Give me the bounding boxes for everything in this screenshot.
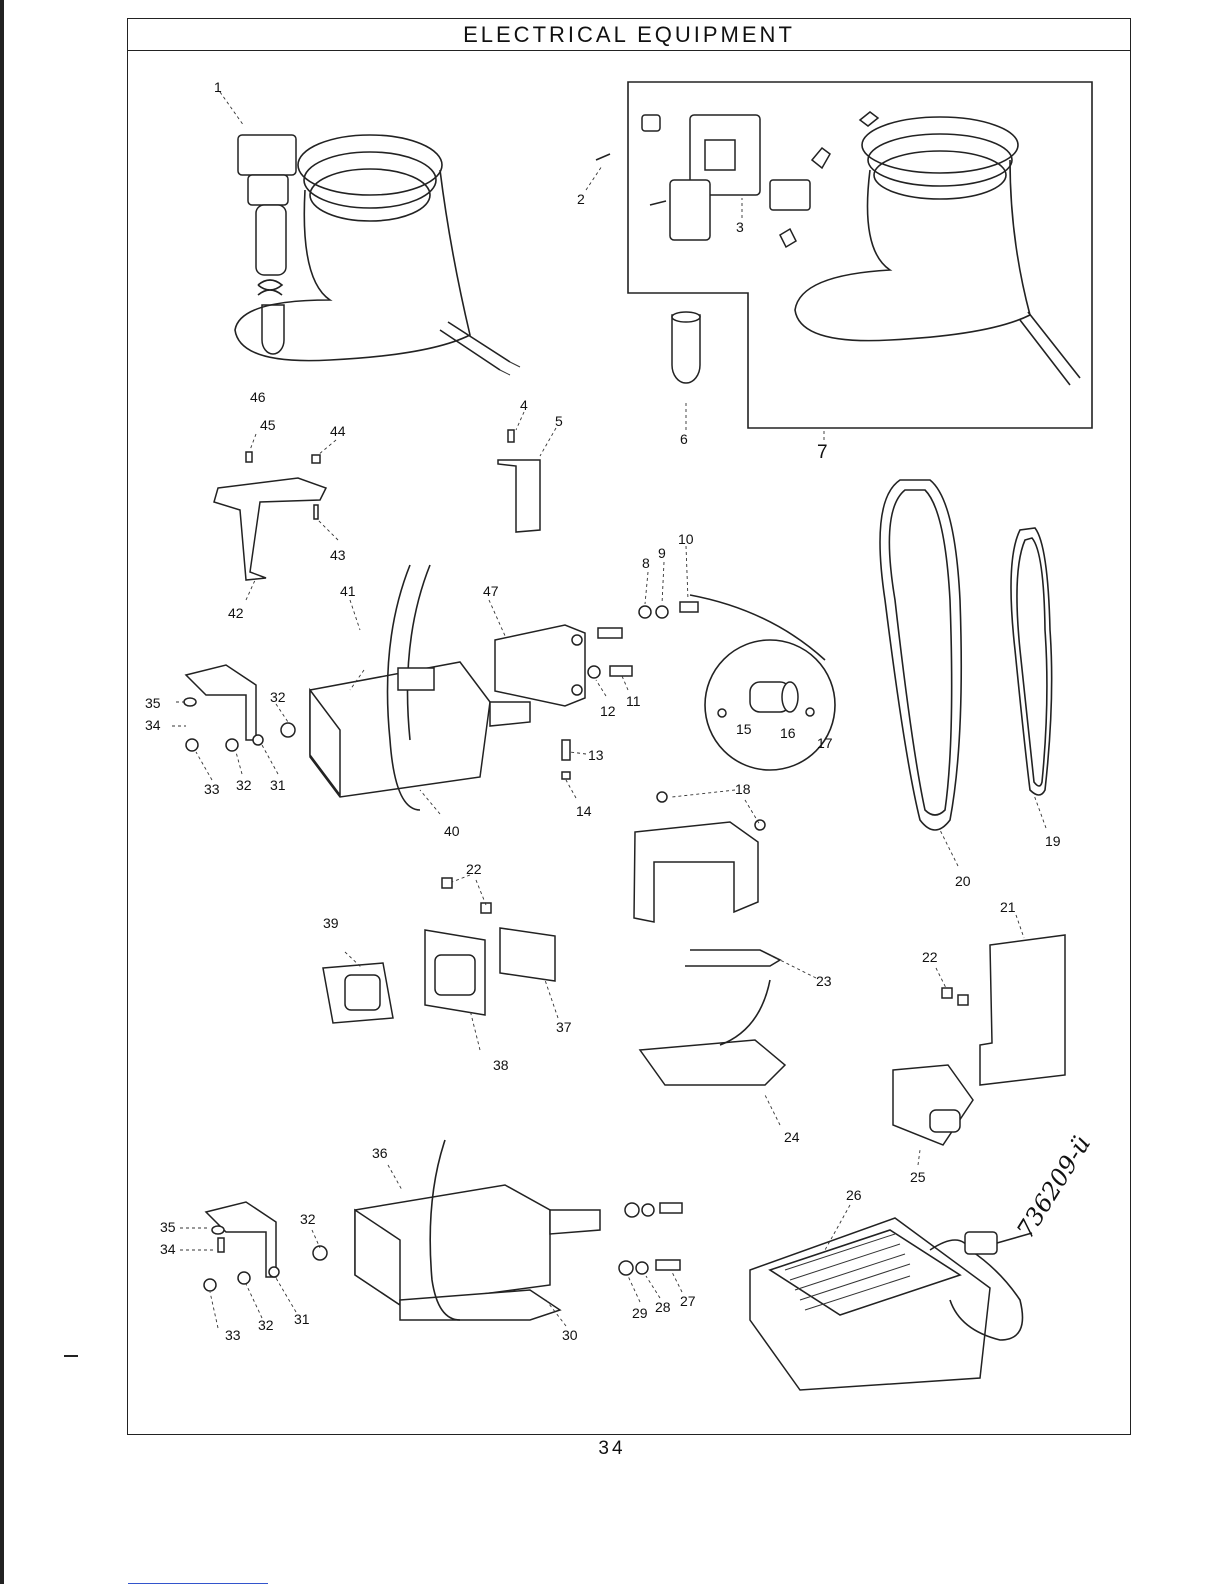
callout-29: 29 xyxy=(632,1305,648,1321)
callout-34-upper: 34 xyxy=(145,717,161,733)
callout-16: 16 xyxy=(780,725,796,741)
callout-5: 5 xyxy=(555,413,563,429)
callout-26: 26 xyxy=(846,1187,862,1203)
lamp-bulb xyxy=(672,312,700,383)
motor-covers xyxy=(634,792,785,1085)
callout-36: 36 xyxy=(372,1145,388,1161)
callout-41: 41 xyxy=(340,583,356,599)
foot-controller xyxy=(750,1218,1032,1390)
callout-4: 4 xyxy=(520,397,528,413)
callout-7: 7 xyxy=(817,442,828,463)
callout-22-upper: 22 xyxy=(466,861,482,877)
callout-45: 45 xyxy=(260,417,276,433)
lamp-bracket xyxy=(214,452,326,580)
callout-19: 19 xyxy=(1045,833,1061,849)
callout-35-lower: 35 xyxy=(160,1219,176,1235)
callout-35-upper: 35 xyxy=(145,695,161,711)
callout-31-upper: 31 xyxy=(270,777,286,793)
callout-14: 14 xyxy=(576,803,592,819)
callout-40: 40 xyxy=(444,823,460,839)
lamp-socket-with-cord xyxy=(235,135,520,375)
callout-21: 21 xyxy=(1000,899,1016,915)
callout-33-upper: 33 xyxy=(204,781,220,797)
mounting-plates xyxy=(893,935,1065,1145)
motor-lower xyxy=(355,1140,682,1320)
callout-2: 2 xyxy=(577,191,585,207)
callout-32-lower-bottom: 32 xyxy=(258,1317,274,1333)
pulley-detail xyxy=(690,595,835,770)
callout-22-right: 22 xyxy=(922,949,938,965)
callout-8: 8 xyxy=(642,555,650,571)
motor-bracket-upper xyxy=(184,665,295,751)
lamp-holder-bracket xyxy=(498,430,540,532)
callout-9: 9 xyxy=(658,545,666,561)
switch-assembly-box xyxy=(596,82,1092,428)
callout-3: 3 xyxy=(736,219,744,235)
callout-42: 42 xyxy=(228,605,244,621)
callout-32-lower-top: 32 xyxy=(300,1211,316,1227)
page-number: 34 xyxy=(0,1438,1224,1460)
callout-33-lower: 33 xyxy=(225,1327,241,1343)
callout-10: 10 xyxy=(678,531,694,547)
callout-23: 23 xyxy=(816,973,832,989)
callout-43: 43 xyxy=(330,547,346,563)
callout-6: 6 xyxy=(680,431,688,447)
callout-46: 46 xyxy=(250,389,266,405)
callout-47: 47 xyxy=(483,583,499,599)
callout-31-lower: 31 xyxy=(294,1311,310,1327)
callout-27: 27 xyxy=(680,1293,696,1309)
callout-11: 11 xyxy=(626,693,641,709)
callout-38: 38 xyxy=(493,1057,509,1073)
callout-1: 1 xyxy=(214,79,222,95)
callout-17: 17 xyxy=(817,735,833,751)
belts xyxy=(880,480,1052,830)
callout-39: 39 xyxy=(323,915,339,931)
callout-15: 15 xyxy=(736,721,752,737)
callout-28: 28 xyxy=(655,1299,671,1315)
callout-12: 12 xyxy=(600,703,616,719)
callout-32-upper-top: 32 xyxy=(270,689,286,705)
callout-37: 37 xyxy=(556,1019,572,1035)
callout-13: 13 xyxy=(588,747,604,763)
callout-18: 18 xyxy=(735,781,751,797)
handwritten-note: 736209-ü xyxy=(1011,1131,1096,1244)
callout-25: 25 xyxy=(910,1169,926,1185)
callout-34-lower: 34 xyxy=(160,1241,176,1257)
callout-32-upper-bottom: 32 xyxy=(236,777,252,793)
callout-44: 44 xyxy=(330,423,346,439)
callout-20: 20 xyxy=(955,873,971,889)
switch-plates xyxy=(323,878,555,1023)
callout-30: 30 xyxy=(562,1327,578,1343)
callout-24: 24 xyxy=(784,1129,800,1145)
